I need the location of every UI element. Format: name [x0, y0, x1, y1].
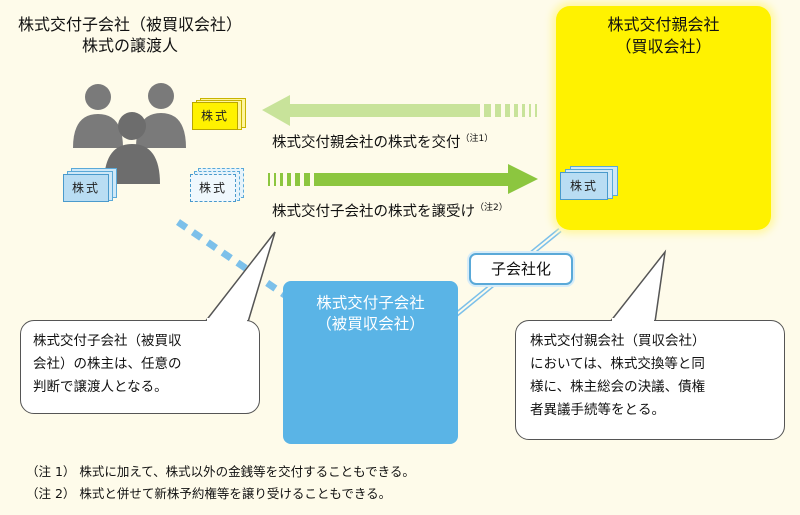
share-certificate-blue-right: 株式 [560, 166, 618, 200]
subsidiarization-tag: 子会社化 [469, 253, 573, 285]
share-label-blue-right: 株式 [560, 172, 608, 200]
right-callout: 株式交付親会社（買収会社） においては、株式交換等と同 様に、株主総会の決議、債… [515, 320, 785, 440]
parent-title-line1: 株式交付親会社 [607, 15, 720, 34]
right-callout-line3: 様に、株主総会の決議、債権 [530, 379, 706, 395]
subsidiary-title-line1: 株式交付子会社 [316, 294, 425, 312]
right-callout-joint [612, 318, 654, 323]
seller-title-line2: 株式の譲渡人 [81, 36, 178, 55]
right-callout-line1: 株式交付親会社（買収会社） [530, 333, 706, 349]
acquire-shares-arrow [268, 164, 538, 194]
right-callout-pointer [608, 249, 667, 323]
left-callout-line1: 株式交付子会社（被買収 [33, 333, 182, 349]
deliver-shares-label: 株式交付親会社の株式を交付（注1） [272, 131, 493, 152]
note2-marker: （注2） [475, 203, 508, 213]
subsidiary-title: 株式交付子会社 （被買収会社） [283, 293, 458, 335]
seller-to-subsidiary-dashed-line [176, 219, 300, 307]
left-callout-line2: 会社）の株主は、任意の [33, 356, 182, 372]
left-callout-line3: 判断で譲渡人となる。 [33, 379, 168, 395]
share-certificate-yellow: 株式 [192, 98, 246, 130]
parent-title: 株式交付親会社 （買収会社） [556, 14, 771, 58]
deliver-shares-arrow [262, 95, 537, 126]
parent-title-line2: （買収会社） [615, 37, 712, 56]
footnote-2: （注 2） 株式と併せて新株予約権等を譲り受けることもできる。 [26, 486, 392, 501]
right-callout-line4: 者異議手続等をとる。 [530, 402, 665, 418]
shareholders-icon [73, 83, 186, 184]
right-callout-line2: においては、株式交換等と同 [530, 356, 705, 372]
share-certificate-blue-left: 株式 [63, 168, 117, 202]
subsidiary-company-box [283, 281, 458, 444]
acquire-shares-label: 株式交付子会社の株式を譲受け（注2） [272, 200, 508, 221]
share-certificate-dashed: 株式 [190, 168, 244, 202]
footnote-1: （注 1） 株式に加えて、株式以外の金銭等を交付することもできる。 [26, 464, 415, 479]
left-callout: 株式交付子会社（被買収 会社）の株主は、任意の 判断で譲渡人となる。 [20, 320, 260, 414]
deliver-shares-text: 株式交付親会社の株式を交付 [272, 135, 461, 151]
note1-marker: （注1） [460, 134, 494, 144]
share-label-yellow: 株式 [192, 102, 238, 130]
seller-title-line1: 株式交付子会社（被買収会社） [17, 15, 242, 34]
subsidiary-title-line2: （被買収会社） [316, 315, 425, 333]
share-label-dashed: 株式 [190, 174, 236, 202]
left-callout-joint [207, 318, 247, 323]
share-label-blue-left: 株式 [63, 174, 109, 202]
acquire-shares-text: 株式交付子会社の株式を譲受け [272, 204, 475, 220]
seller-title: 株式交付子会社（被買収会社） 株式の譲渡人 [10, 14, 250, 56]
